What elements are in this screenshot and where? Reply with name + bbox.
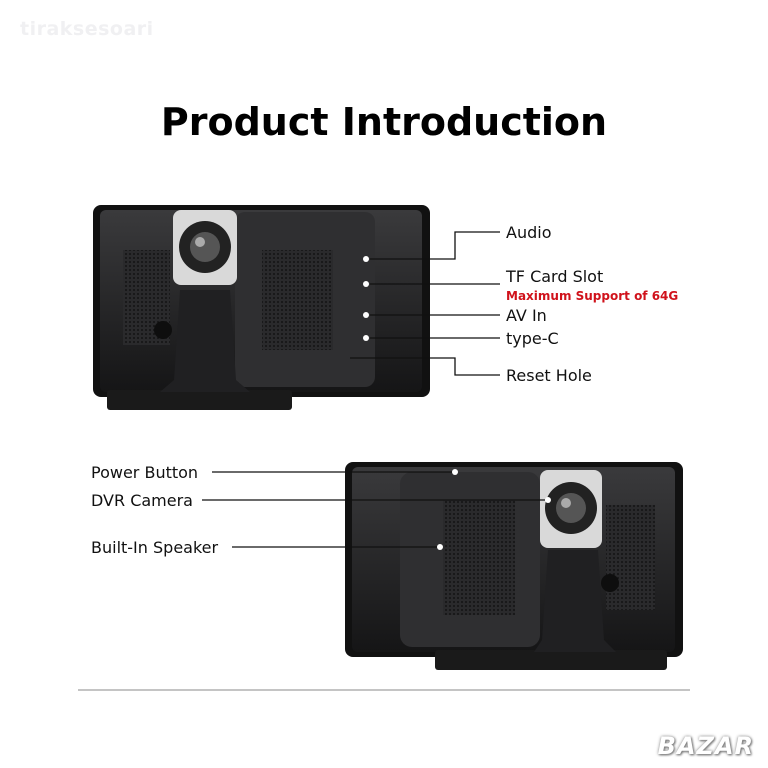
label-type-c: type-C <box>506 329 559 348</box>
mount-knob <box>601 574 619 592</box>
label-dvr-camera: DVR Camera <box>91 491 193 510</box>
label-av-in: AV In <box>506 306 547 325</box>
speaker-grille <box>262 250 333 350</box>
label-reset-hole: Reset Hole <box>506 366 592 385</box>
mount-knob <box>154 321 172 339</box>
speaker-grille <box>443 500 515 615</box>
label-tf-card-slot: TF Card Slot <box>506 267 604 286</box>
speaker-grille <box>606 505 655 610</box>
label-tf-card-note: Maximum Support of 64G <box>506 289 679 303</box>
device-bottom-view <box>345 462 683 670</box>
label-power-button: Power Button <box>91 463 199 482</box>
page-title: Product Introduction <box>160 100 608 144</box>
label-built-in-speaker: Built-In Speaker <box>91 538 219 557</box>
label-audio: Audio <box>506 223 552 242</box>
bazar-logo: BAZAR <box>657 732 754 760</box>
watermark: tiraksesoari <box>20 18 154 40</box>
leader-lines <box>202 231 545 548</box>
device-top-view <box>93 205 430 410</box>
